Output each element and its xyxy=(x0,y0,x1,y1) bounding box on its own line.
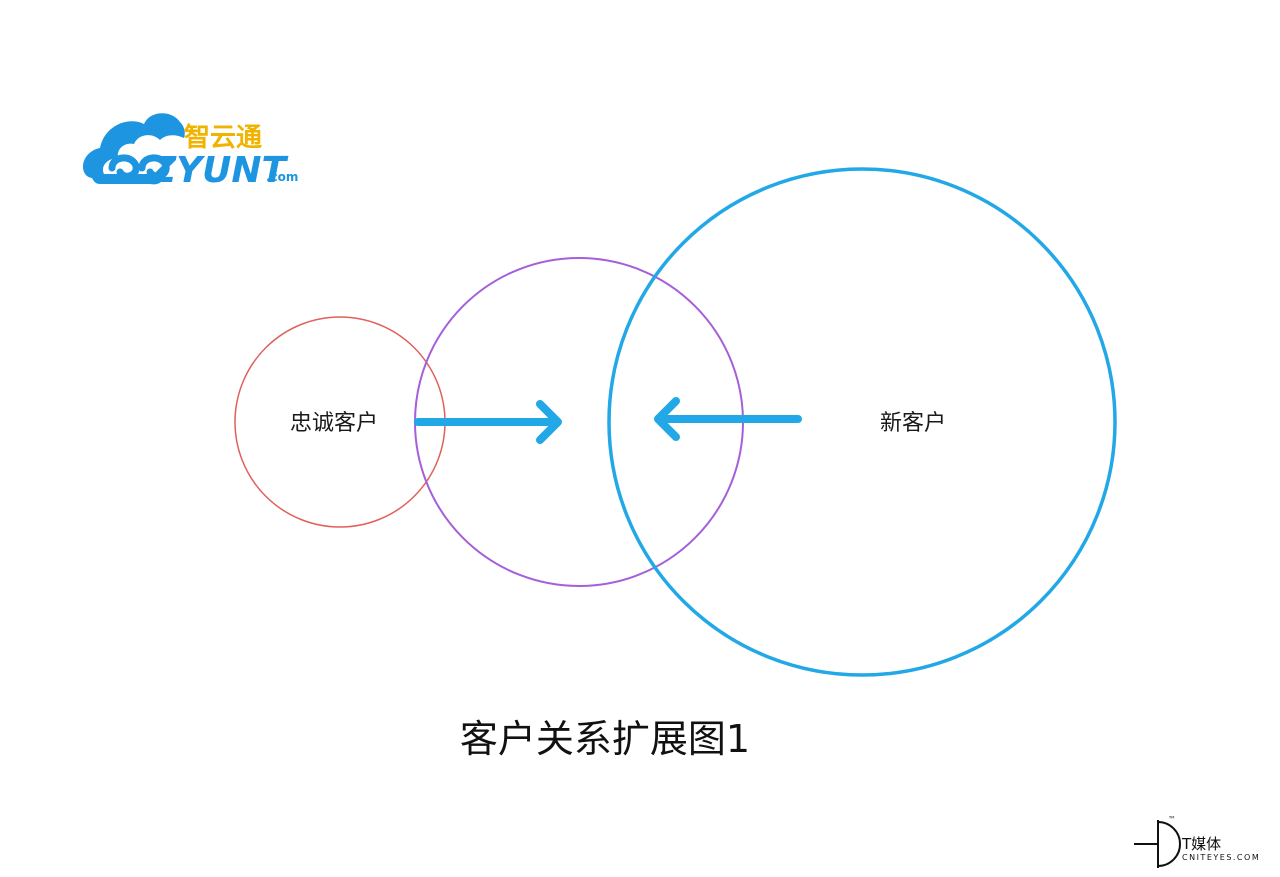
watermark: ™ T媒体 CNITEYES.COM xyxy=(1134,815,1260,868)
logo: 智云通 ZYUNT .com xyxy=(82,113,298,191)
new-customer-label: 新客户 xyxy=(880,411,946,436)
arrow-right-icon xyxy=(414,400,562,444)
watermark-logo-icon xyxy=(1134,820,1181,868)
cloud-icon xyxy=(82,113,185,185)
loyal-customer-label: 忠诚客户 xyxy=(290,411,378,436)
logo-domain-suffix: .com xyxy=(266,170,298,184)
arrow-left-icon xyxy=(654,397,802,441)
logo-chinese-text: 智云通 xyxy=(184,123,262,153)
diagram-caption: 客户关系扩展图1 xyxy=(460,717,750,761)
watermark-tm: ™ xyxy=(1168,815,1178,824)
new-customer-circle xyxy=(607,167,1117,677)
watermark-chinese-text: T媒体 xyxy=(1181,835,1221,853)
watermark-english-text: CNITEYES.COM xyxy=(1182,853,1260,862)
logo-english-text: ZYUNT xyxy=(149,150,289,191)
